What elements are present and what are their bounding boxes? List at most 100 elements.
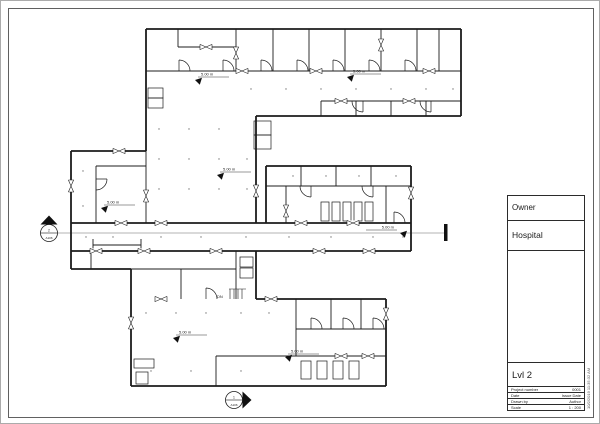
print-timestamp: 10/2/2019 11:35:32 AM: [586, 367, 591, 409]
section-tail-mark: [444, 224, 448, 241]
stair-down-annotation: DN: [217, 288, 246, 299]
fixture: [147, 87, 164, 99]
column-dot: [250, 88, 252, 90]
column-dot: [175, 312, 177, 314]
fixture: [332, 360, 344, 380]
column-dot: [288, 236, 290, 238]
section-marker-bottom: 1 A106: [225, 391, 252, 409]
column-dot: [358, 175, 360, 177]
column-dot: [246, 188, 248, 190]
fixture: [348, 360, 360, 380]
spot-elevation-arrow-icon: [217, 172, 224, 180]
column-dot: [218, 158, 220, 160]
column-dot: [390, 88, 392, 90]
fixture: [133, 358, 155, 369]
title-block-spacer: [508, 251, 584, 362]
column-dot: [330, 236, 332, 238]
spot-elevation-annotations: 5.00 m5.00 m5.00 m5.00 m5.00 m5.00 m5.00…: [101, 69, 407, 362]
column-dot: [190, 370, 192, 372]
window-symbols: [68, 38, 436, 360]
door-symbol: [178, 59, 191, 72]
spot-elevation-annotation: 5.00 m: [217, 167, 251, 180]
column-grid-dots: [82, 88, 454, 372]
fixture: [331, 201, 341, 222]
column-dot: [425, 88, 427, 90]
column-dot: [218, 188, 220, 190]
door-symbol: [296, 59, 309, 72]
spot-elevation-label: 5.00 m: [179, 330, 192, 335]
window-symbol: [408, 186, 415, 200]
column-dot: [188, 158, 190, 160]
column-dot: [82, 205, 84, 207]
spot-elevation-label: 5.00 m: [223, 167, 236, 172]
door-symbol: [260, 59, 273, 72]
column-dot: [160, 236, 162, 238]
exterior-walls: [70, 28, 462, 387]
view-name: Lvl 2: [508, 362, 584, 386]
column-dot: [240, 370, 242, 372]
fixture: [253, 134, 272, 150]
fixture: [353, 201, 363, 222]
window-symbol: [253, 184, 260, 198]
window-symbol: [137, 248, 151, 255]
section-sheet-number: A106: [230, 403, 237, 407]
section-detail-number: 2: [48, 229, 50, 233]
spot-elevation-arrow-icon: [347, 74, 354, 82]
fixture: [300, 360, 312, 380]
spot-elevation-annotation: 5.00 m: [285, 349, 319, 362]
fixture: [239, 256, 254, 268]
window-symbol: [128, 316, 135, 330]
field-label: Date: [511, 393, 520, 398]
door-symbol: [393, 211, 406, 224]
column-dot: [245, 236, 247, 238]
column-dot: [158, 158, 160, 160]
window-symbol: [233, 46, 240, 60]
field-label: Drawn by: [511, 399, 528, 404]
column-dot: [200, 236, 202, 238]
window-symbol: [283, 204, 290, 218]
spot-elevation-arrow-icon: [400, 230, 407, 238]
field-value: 1 : 200: [568, 405, 581, 410]
column-dot: [452, 88, 454, 90]
window-symbol: [378, 38, 385, 52]
spot-elevation-annotation: 5.00 m: [366, 225, 407, 238]
down-label: DN: [217, 294, 223, 299]
spot-elevation-label: 5.00 m: [107, 200, 120, 205]
drawn-by-row: Drawn by Author: [508, 398, 584, 404]
project-name: Hospital: [508, 221, 584, 251]
fixture: [364, 201, 374, 222]
spot-elevation-annotation: 5.00 m: [173, 330, 207, 343]
section-sheet-number: A106: [45, 236, 52, 240]
window-symbol: [422, 68, 436, 75]
door-symbol: [404, 59, 417, 72]
column-dot: [112, 236, 114, 238]
door-symbols: [95, 59, 432, 330]
door-symbol: [368, 59, 381, 72]
door-symbol: [361, 185, 374, 198]
section-arrow-icon: [242, 391, 252, 409]
column-dot: [205, 312, 207, 314]
column-dot: [292, 175, 294, 177]
spot-elevation-arrow-icon: [285, 354, 292, 362]
door-symbol: [205, 287, 218, 300]
column-dot: [188, 128, 190, 130]
column-dot: [188, 188, 190, 190]
fixture: [320, 201, 330, 222]
column-dot: [158, 128, 160, 130]
stair-treads: [229, 288, 246, 299]
window-symbol: [312, 248, 326, 255]
section-line: [40, 224, 448, 241]
door-symbol: [419, 100, 432, 113]
window-symbol: [334, 353, 348, 360]
window-symbol: [199, 44, 213, 51]
column-dot: [268, 312, 270, 314]
column-dot: [158, 188, 160, 190]
window-symbol: [154, 220, 168, 227]
project-number-row: Project number 0001: [508, 386, 584, 392]
section-detail-number: 1: [233, 396, 235, 400]
title-block: Owner Hospital Lvl 2 Project number 0001…: [507, 195, 585, 411]
window-symbol: [89, 248, 103, 255]
column-dot: [150, 370, 152, 372]
